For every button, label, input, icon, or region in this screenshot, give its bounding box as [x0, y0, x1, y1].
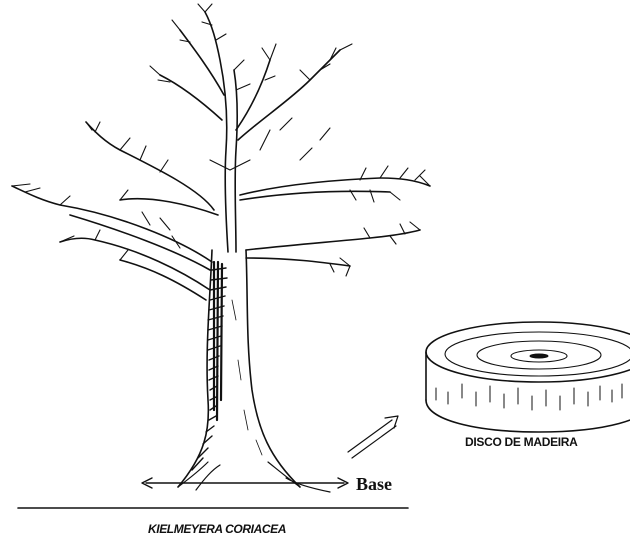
- wood-disc: [426, 322, 630, 432]
- tree-roots: [178, 462, 330, 492]
- species-caption: KIELMEYERA CORIACEA: [148, 522, 286, 536]
- wood-disc-label: DISCO DE MADEIRA: [465, 435, 578, 449]
- tree-branches: [12, 12, 430, 300]
- base-label: Base: [356, 474, 392, 495]
- disc-pointer-arrow: [348, 416, 398, 458]
- base-width-arrow: [142, 478, 348, 488]
- disc-bark-ticks: [436, 384, 622, 410]
- tree-twigs: [12, 4, 430, 276]
